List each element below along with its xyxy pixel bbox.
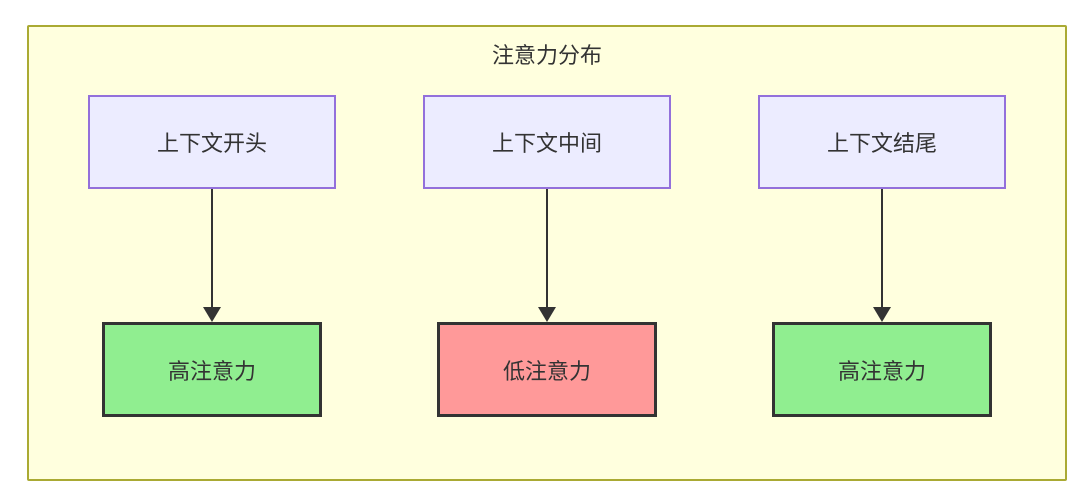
arrow-line	[546, 189, 548, 308]
attention-distribution-subgraph: 注意力分布 上下文开头 高注意力 上下文中间	[27, 25, 1067, 481]
node-context-end: 上下文结尾	[758, 95, 1006, 189]
node-context-end-label: 上下文结尾	[826, 132, 937, 157]
node-high-attention-1-label: 高注意力	[167, 359, 256, 385]
node-high-attention-2: 高注意力	[772, 322, 992, 417]
arrow-line	[211, 189, 213, 308]
node-high-attention-2-label: 高注意力	[837, 359, 926, 385]
flow-column-context-start: 上下文开头 高注意力	[88, 95, 336, 417]
arrowhead-down-icon	[203, 307, 221, 322]
node-context-middle: 上下文中间	[423, 95, 671, 189]
arrowhead-down-icon	[873, 307, 891, 322]
arrow-context-middle-to-result	[538, 189, 556, 322]
node-low-attention-label: 低注意力	[502, 359, 591, 385]
flow-column-context-end: 上下文结尾 高注意力	[758, 95, 1006, 417]
flow-columns: 上下文开头 高注意力 上下文中间 低注意力	[29, 95, 1065, 417]
arrowhead-down-icon	[538, 307, 556, 322]
node-high-attention-1: 高注意力	[102, 322, 322, 417]
node-context-start-label: 上下文开头	[156, 132, 267, 157]
arrow-context-start-to-result	[203, 189, 221, 322]
arrow-context-end-to-result	[873, 189, 891, 322]
diagram-title: 注意力分布	[491, 44, 602, 69]
flow-column-context-middle: 上下文中间 低注意力	[423, 95, 671, 417]
arrow-line	[881, 189, 883, 308]
node-low-attention: 低注意力	[437, 322, 657, 417]
node-context-start: 上下文开头	[88, 95, 336, 189]
node-context-middle-label: 上下文中间	[491, 132, 602, 157]
